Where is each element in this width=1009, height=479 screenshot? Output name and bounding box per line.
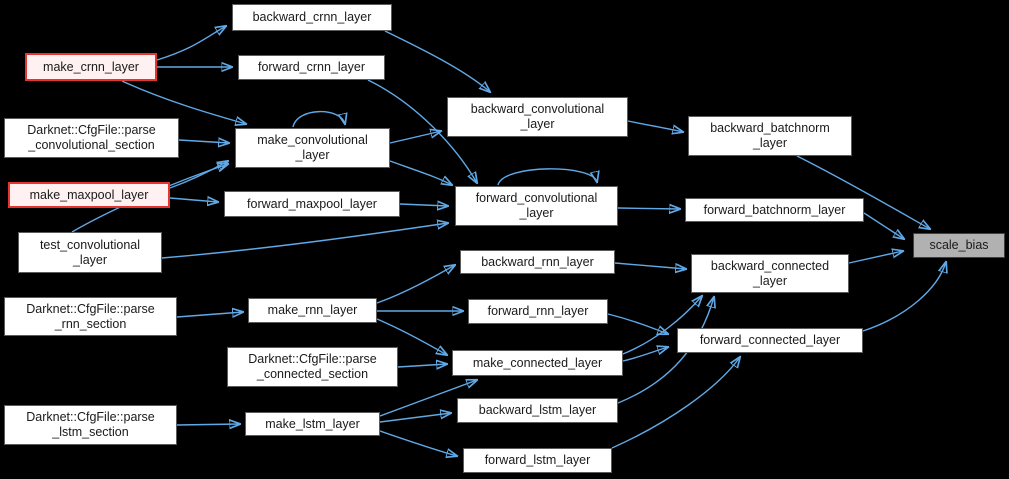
edge-forward_lstm_layer-to-forward_connected_layer xyxy=(611,357,740,449)
node-make_convolutional_layer[interactable]: make_convolutional _layer xyxy=(235,128,390,168)
edge-make_connected_layer-to-backward_connected_layer xyxy=(622,296,702,355)
edge-test_convolutional_layer-to-forward_convolutional_layer xyxy=(161,223,448,259)
edge-backward_convolutional_layer-to-backward_batchnorm_layer xyxy=(627,120,683,132)
edge-make_lstm_layer-to-backward_lstm_layer xyxy=(379,413,451,423)
edge-make_rnn_layer-to-backward_rnn_layer xyxy=(376,265,455,304)
node-backward_batchnorm_layer[interactable]: backward_batchnorm _layer xyxy=(688,116,852,156)
edge-forward_convolutional_layer-to-forward_batchnorm_layer xyxy=(617,208,680,209)
edge-backward_batchnorm_layer-to-scale_bias xyxy=(796,155,930,229)
node-forward_connected_layer[interactable]: forward_connected_layer xyxy=(677,328,863,353)
edge-forward_crnn_layer-to-forward_convolutional_layer xyxy=(367,79,477,183)
edge-parse_rnn_section-to-make_rnn_layer xyxy=(176,312,243,317)
node-forward_maxpool_layer[interactable]: forward_maxpool_layer xyxy=(224,191,400,217)
node-parse_convolutional_section[interactable]: Darknet::CfgFile::parse _convolutional_s… xyxy=(4,118,179,158)
node-make_lstm_layer[interactable]: make_lstm_layer xyxy=(245,412,380,436)
node-parse_rnn_section[interactable]: Darknet::CfgFile::parse _rnn_section xyxy=(4,297,177,336)
edge-make_convolutional_layer-to-forward_convolutional_layer xyxy=(389,160,452,185)
node-test_convolutional_layer[interactable]: test_convolutional _layer xyxy=(18,232,162,273)
edge-forward_convolutional_layer-self xyxy=(497,168,597,186)
node-parse_connected_section[interactable]: Darknet::CfgFile::parse _connected_secti… xyxy=(227,347,398,387)
node-backward_lstm_layer[interactable]: backward_lstm_layer xyxy=(457,398,618,423)
edge-backward_rnn_layer-to-backward_connected_layer xyxy=(614,262,686,269)
edge-make_connected_layer-to-forward_connected_layer xyxy=(622,347,668,362)
node-backward_rnn_layer[interactable]: backward_rnn_layer xyxy=(460,250,615,274)
edge-forward_connected_layer-to-scale_bias xyxy=(862,262,946,332)
edge-backward_connected_layer-to-scale_bias xyxy=(848,251,903,264)
edge-make_convolutional_layer-to-backward_convolutional_layer xyxy=(389,131,441,144)
edge-make_rnn_layer-to-make_connected_layer xyxy=(376,318,447,355)
edge-make_convolutional_layer-self xyxy=(292,110,345,128)
edge-parse_connected_section-to-make_connected_layer xyxy=(397,364,447,367)
edge-backward_lstm_layer-to-backward_connected_layer xyxy=(617,297,714,404)
edge-parse_lstm_section-to-make_lstm_layer xyxy=(176,424,240,425)
node-forward_convolutional_layer[interactable]: forward_convolutional _layer xyxy=(455,186,618,226)
edge-make_crnn_layer-to-make_convolutional_layer xyxy=(121,80,246,124)
node-scale_bias: scale_bias xyxy=(913,233,1005,258)
node-forward_rnn_layer[interactable]: forward_rnn_layer xyxy=(468,299,608,324)
node-make_connected_layer[interactable]: make_connected_layer xyxy=(452,350,623,376)
edge-parse_convolutional_section-to-make_convolutional_layer xyxy=(178,140,229,143)
edge-make_crnn_layer-to-backward_crnn_layer xyxy=(156,26,226,61)
node-forward_lstm_layer[interactable]: forward_lstm_layer xyxy=(463,448,612,473)
edge-make_lstm_layer-to-forward_lstm_layer xyxy=(379,430,457,456)
edge-forward_batchnorm_layer-to-scale_bias xyxy=(863,212,904,239)
edge-forward_rnn_layer-to-forward_connected_layer xyxy=(607,313,668,334)
node-make_maxpool_layer[interactable]: make_maxpool_layer xyxy=(8,182,170,208)
node-forward_crnn_layer[interactable]: forward_crnn_layer xyxy=(238,55,385,80)
edge-make_maxpool_layer-to-forward_maxpool_layer xyxy=(169,198,218,202)
node-parse_lstm_section[interactable]: Darknet::CfgFile::parse _lstm_section xyxy=(4,405,177,445)
edge-backward_crnn_layer-to-backward_convolutional_layer xyxy=(384,30,490,92)
edge-make_lstm_layer-to-make_connected_layer xyxy=(379,380,477,417)
node-backward_convolutional_layer[interactable]: backward_convolutional _layer xyxy=(447,97,628,137)
node-make_rnn_layer[interactable]: make_rnn_layer xyxy=(248,298,377,323)
node-forward_batchnorm_layer[interactable]: forward_batchnorm_layer xyxy=(685,198,864,222)
node-make_crnn_layer[interactable]: make_crnn_layer xyxy=(25,53,157,81)
edge-forward_maxpool_layer-to-forward_convolutional_layer xyxy=(399,204,448,206)
node-backward_connected_layer[interactable]: backward_connected _layer xyxy=(691,254,849,293)
node-backward_crnn_layer[interactable]: backward_crnn_layer xyxy=(232,4,392,31)
